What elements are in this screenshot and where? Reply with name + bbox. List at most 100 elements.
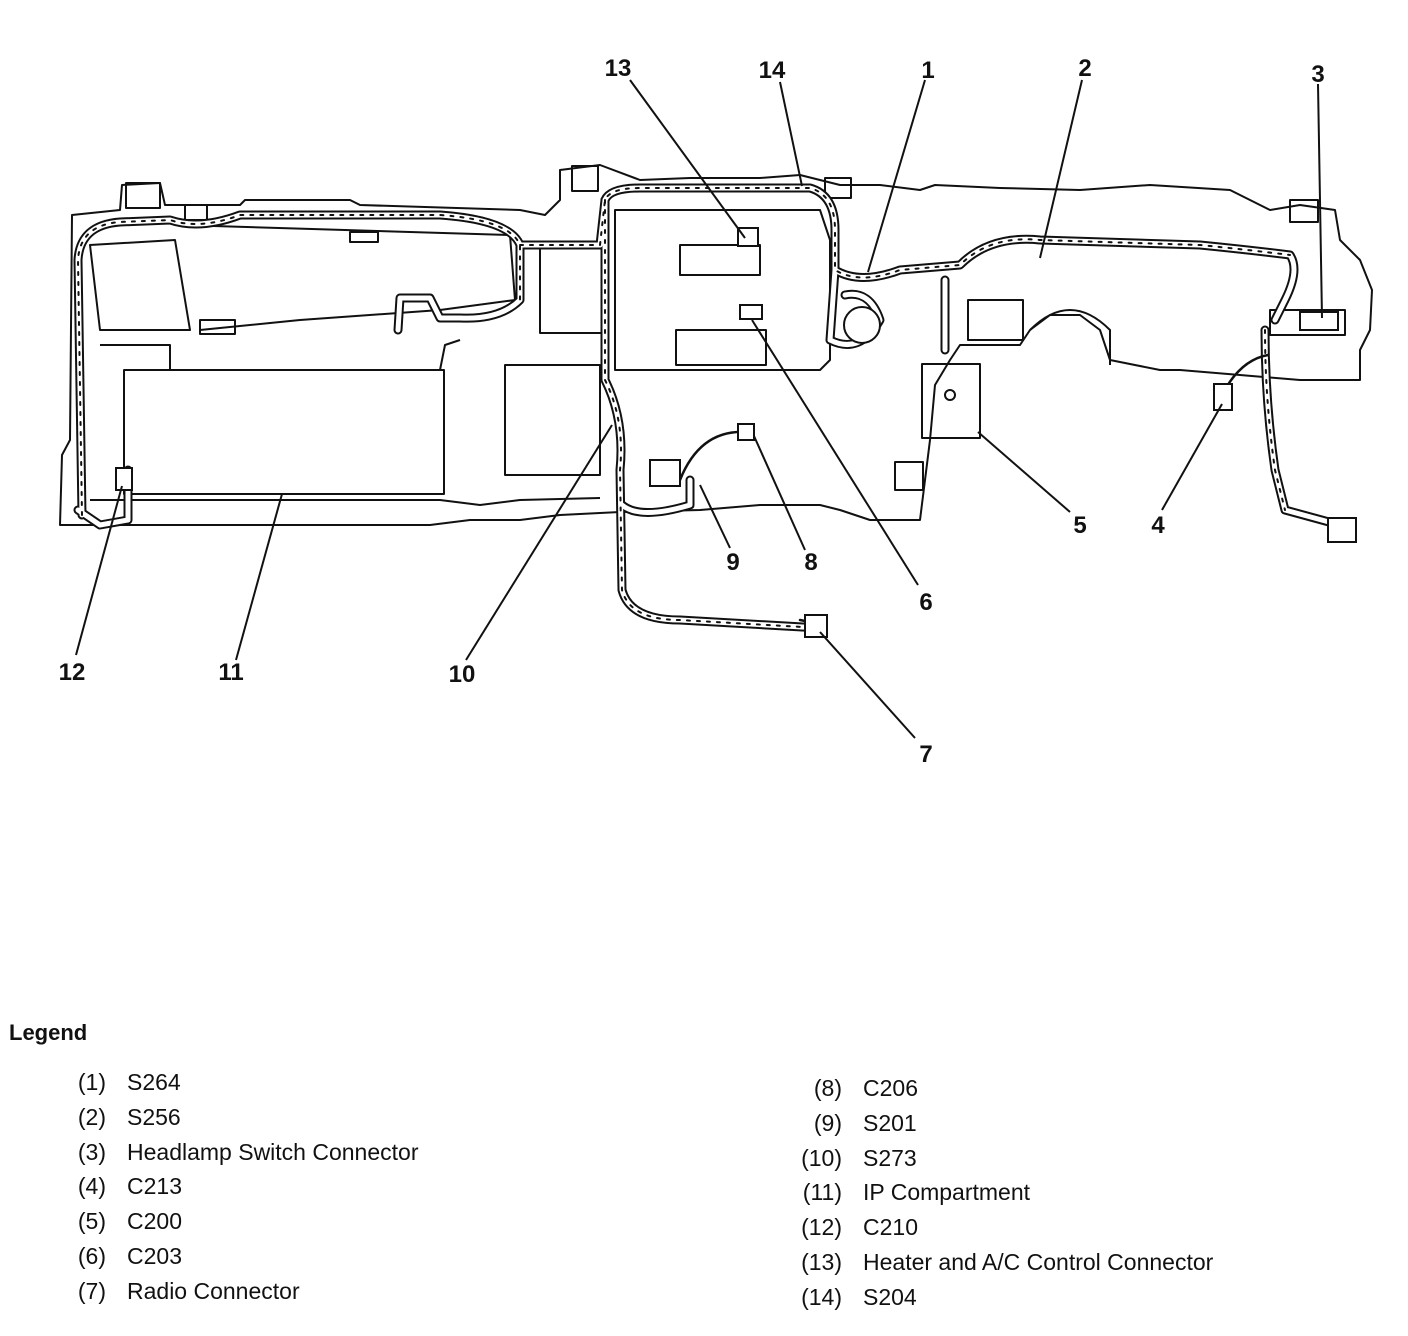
c200-module [921, 363, 981, 439]
lower-frame-bar [90, 497, 601, 506]
callout-10: 10 [449, 661, 476, 688]
legend-item-label: C203 [127, 1242, 182, 1269]
headlamp-switch-connector [1299, 311, 1339, 331]
leader-line-7 [819, 631, 916, 739]
left-module [539, 247, 603, 334]
steering-column-opening [1029, 309, 1111, 365]
legend-column-right: (8) C206 (9) S201 (10) S273 (11) IP Comp… [780, 1075, 1380, 1319]
legend-item-number: (4) [77, 1173, 106, 1200]
left-duct [89, 239, 191, 331]
leader-line-3 [1317, 83, 1323, 319]
headlamp-switch-housing [1269, 309, 1346, 336]
legend-item-number: (8) [813, 1075, 842, 1101]
legend-item-number: (13) [801, 1248, 842, 1275]
legend-item-label: S204 [863, 1283, 917, 1310]
heater-ac-control-connector [737, 227, 759, 247]
legend-item: (10) S273 [780, 1145, 1380, 1180]
leader-line-14 [779, 81, 803, 187]
legend-item: (14) S204 [780, 1284, 1380, 1319]
callout-2: 2 [1078, 55, 1091, 82]
mount-tab [184, 204, 208, 221]
wiring-harness-right-drop [1260, 325, 1345, 530]
legend-item: (12) C210 [780, 1214, 1380, 1249]
legend-item-label: C210 [863, 1214, 918, 1241]
callout-9: 9 [726, 549, 739, 576]
mount-tab [894, 461, 924, 491]
leader-line-13 [629, 79, 746, 239]
legend-item-number: (6) [77, 1242, 106, 1269]
legend-item-label: S273 [863, 1144, 917, 1171]
callout-12: 12 [59, 659, 86, 686]
instrument-panel-harness-diagram: 1 2 3 4 5 6 7 8 9 10 11 12 13 14 [59, 55, 1373, 768]
legend-item: (2) S256 [60, 1104, 620, 1139]
leader-line-11 [235, 493, 283, 661]
legend-title: Legend [9, 1020, 88, 1045]
legend-item-number: (3) [77, 1138, 106, 1165]
wiring-harness-center-drop [600, 195, 825, 633]
radio-connector [804, 614, 828, 638]
c213-plug [1327, 517, 1357, 543]
legend-item-number: (1) [77, 1069, 106, 1095]
leader-line-10 [465, 424, 613, 661]
legend-item-label: S256 [127, 1103, 181, 1130]
mount-tab [1289, 199, 1319, 223]
legend-item: (1) S264 [60, 1069, 620, 1104]
mount-tab [199, 319, 236, 335]
legend-item-label: S201 [863, 1109, 917, 1136]
c206-connector [737, 423, 755, 441]
instrument-panel-frame [59, 164, 1373, 526]
legend-item-number: (5) [77, 1208, 106, 1235]
legend-item: (4) C213 [60, 1173, 620, 1208]
legend-item-label: Heater and A/C Control Connector [863, 1248, 1214, 1275]
leader-line-2 [1039, 79, 1083, 259]
s201-splice [649, 459, 681, 487]
legend-item-number: (10) [801, 1144, 842, 1171]
legend-item-label: C213 [127, 1173, 182, 1200]
right-bracket [967, 299, 1024, 341]
leader-line-5 [977, 431, 1071, 513]
legend-column-left: (1) S264 (2) S256 (3) Headlamp Switch Co… [60, 1069, 620, 1313]
leader-line-12 [75, 485, 123, 656]
ip-compartment-outline [123, 369, 445, 495]
c213-connector [1213, 383, 1233, 411]
legend-item-number: (14) [801, 1283, 842, 1310]
legend-item-label: C206 [863, 1075, 918, 1101]
legend-item: (5) C200 [60, 1208, 620, 1243]
center-bracket [504, 364, 601, 476]
leader-line-9 [699, 484, 731, 549]
upper-left-panel [179, 224, 516, 331]
leader-line-8 [753, 435, 806, 551]
mount-tab [571, 165, 599, 192]
callout-1: 1 [921, 57, 934, 84]
c203-connector [739, 304, 763, 320]
legend-item-label: IP Compartment [863, 1179, 1031, 1206]
callout-11: 11 [218, 659, 243, 686]
legend-item-number: (12) [801, 1214, 842, 1241]
callout-7: 7 [919, 741, 932, 768]
legend-item-label: Radio Connector [127, 1277, 300, 1304]
legend-item-label: S264 [127, 1069, 181, 1095]
mount-tab [125, 182, 161, 209]
legend-item: (11) IP Compartment [780, 1179, 1380, 1214]
legend-item-number: (7) [77, 1277, 106, 1304]
legend-item-label: Headlamp Switch Connector [127, 1138, 419, 1165]
callout-3: 3 [1311, 61, 1324, 88]
c206-pigtail [678, 430, 747, 482]
legend-item: (7) Radio Connector [60, 1278, 620, 1313]
callout-6: 6 [919, 589, 932, 616]
callout-8: 8 [804, 549, 817, 576]
legend-item: (13) Heater and A/C Control Connector [780, 1249, 1380, 1284]
leader-line-1 [867, 79, 926, 273]
legend-item: (3) Headlamp Switch Connector [60, 1139, 620, 1174]
legend-item: (9) S201 [780, 1110, 1380, 1145]
legend-item-number: (11) [802, 1179, 842, 1206]
center-stack-outline [614, 209, 831, 371]
c203-grommet [843, 306, 881, 344]
c210-connector [115, 467, 133, 491]
callout-4: 4 [1151, 512, 1165, 539]
legend-item: (8) C206 [780, 1075, 1380, 1110]
mount-tab [824, 177, 852, 199]
c200-module-bolt [944, 389, 956, 401]
legend-item: (6) C203 [60, 1243, 620, 1278]
leader-line-6 [751, 319, 919, 586]
